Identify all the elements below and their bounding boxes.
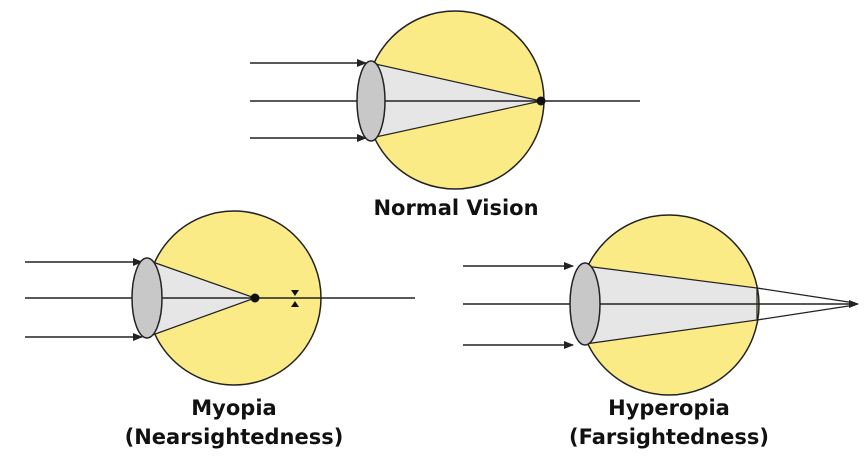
normal-lens [356, 60, 386, 142]
hyperopia-label: Hyperopia [608, 396, 730, 420]
hyperopia-panel: Hyperopia (Farsightedness) [463, 214, 859, 449]
hyperopia-converging-ray-bottom [756, 304, 856, 321]
myopia-retina-marker [291, 290, 299, 307]
normal-focal-point [536, 96, 546, 106]
myopia-panel: Myopia (Nearsightedness) [25, 210, 415, 449]
myopia-sublabel: (Nearsightedness) [125, 425, 344, 449]
hyperopia-lens [569, 262, 601, 346]
hyperopia-sublabel: (Farsightedness) [569, 425, 769, 449]
normal-vision-label: Normal Vision [373, 196, 538, 220]
normal-vision-panel: Normal Vision [250, 10, 640, 220]
myopia-label: Myopia [191, 396, 276, 420]
myopia-lens [131, 257, 163, 339]
myopia-focal-point [250, 293, 260, 303]
hyperopia-converging-ray-top [756, 287, 856, 304]
